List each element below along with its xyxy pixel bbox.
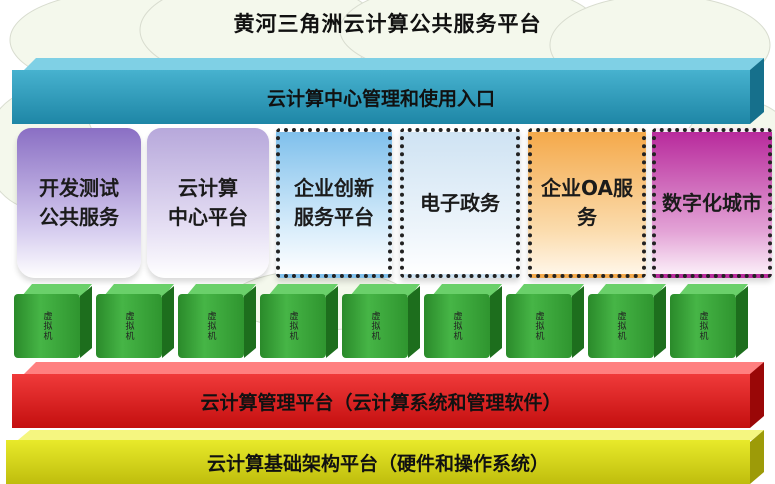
service-e-government-label: 电子政务 — [420, 190, 500, 215]
virtual-machine: 虚拟机 — [14, 284, 92, 358]
virtual-machine: 虚拟机 — [260, 284, 338, 358]
virtual-machine-row: 虚拟机 虚拟机 虚拟机 虚拟机 虚拟机 虚拟机 虚拟机 虚拟机 虚拟机 — [14, 284, 764, 360]
service-cloud-center-label: 云计算 中心平台 — [168, 176, 248, 229]
service-enterprise-innovation: 企业创新 服务平台 — [276, 128, 392, 278]
virtual-machine-label: 虚拟机 — [451, 311, 462, 341]
virtual-machine: 虚拟机 — [588, 284, 666, 358]
management-entry-bar: 云计算中心管理和使用入口 — [12, 58, 764, 124]
virtual-machine-label: 虚拟机 — [123, 311, 134, 341]
virtual-machine: 虚拟机 — [670, 284, 748, 358]
management-entry-label: 云计算中心管理和使用入口 — [12, 70, 750, 124]
virtual-machine-label: 虚拟机 — [205, 311, 216, 341]
service-digital-city-label: 数字化城市 — [662, 190, 762, 215]
virtual-machine: 虚拟机 — [506, 284, 584, 358]
service-enterprise-oa-label: 企业OA服务 — [541, 176, 633, 229]
cloud-infrastructure-platform-bar: 云计算基础架构平台（硬件和操作系统） — [6, 430, 764, 484]
virtual-machine: 虚拟机 — [342, 284, 420, 358]
cloud-management-platform-label: 云计算管理平台（云计算系统和管理软件） — [12, 374, 750, 428]
virtual-machine: 虚拟机 — [424, 284, 502, 358]
diagram-title: 黄河三角洲云计算公共服务平台 — [233, 11, 542, 36]
service-e-government: 电子政务 — [400, 128, 520, 278]
service-cloud-center: 云计算 中心平台 — [147, 128, 269, 278]
virtual-machine: 虚拟机 — [96, 284, 174, 358]
cloud-management-platform-bar: 云计算管理平台（云计算系统和管理软件） — [12, 362, 764, 428]
virtual-machine-label: 虚拟机 — [287, 311, 298, 341]
service-digital-city: 数字化城市 — [652, 128, 772, 278]
virtual-machine-label: 虚拟机 — [615, 311, 626, 341]
service-enterprise-innovation-label: 企业创新 服务平台 — [294, 176, 374, 229]
virtual-machine-label: 虚拟机 — [697, 311, 708, 341]
cloud-infrastructure-platform-label: 云计算基础架构平台（硬件和操作系统） — [6, 440, 750, 484]
virtual-machine-label: 虚拟机 — [533, 311, 544, 341]
virtual-machine-label: 虚拟机 — [41, 311, 52, 341]
service-dev-test: 开发测试 公共服务 — [17, 128, 141, 278]
service-dev-test-label: 开发测试 公共服务 — [39, 176, 119, 229]
service-enterprise-oa: 企业OA服务 — [528, 128, 646, 278]
virtual-machine: 虚拟机 — [178, 284, 256, 358]
virtual-machine-label: 虚拟机 — [369, 311, 380, 341]
